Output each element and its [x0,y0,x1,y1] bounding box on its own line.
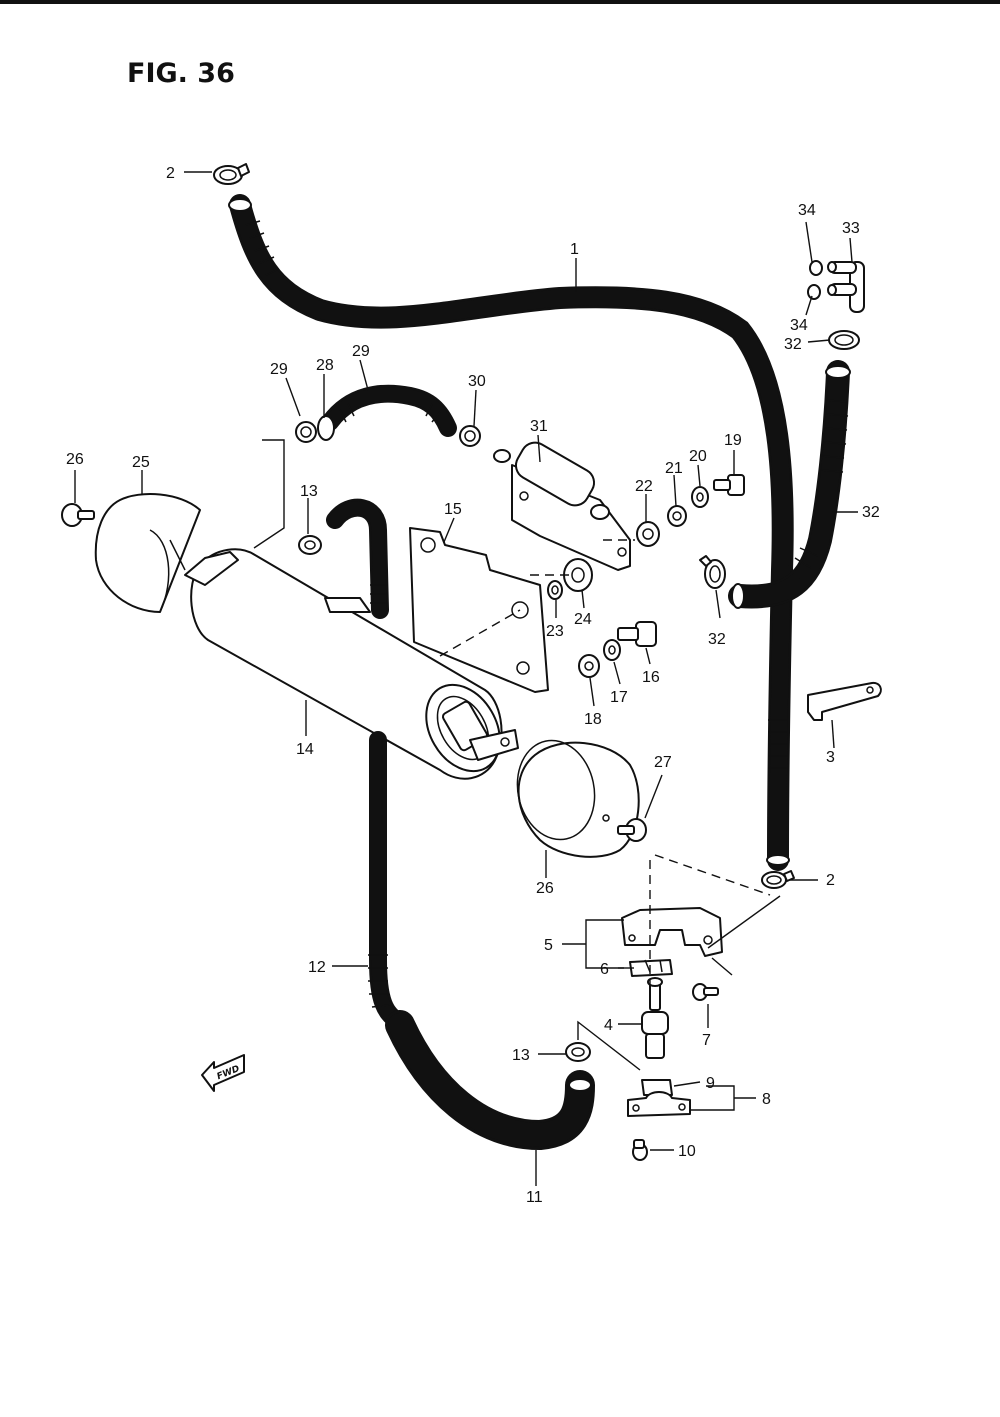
callout-labels: 2 1 34 33 34 32 29 28 29 30 31 19 20 21 … [66,165,880,1206]
bracket-3 [807,681,882,721]
canister-14 [184,548,519,780]
clamp-8 [627,1091,691,1117]
hose-28 [321,384,457,437]
top-border [0,0,1000,4]
washer-21 [667,505,687,527]
callout-32: 32 [708,631,726,648]
valve-30 [493,441,631,571]
washer-17 [603,639,621,661]
callout-13: 13 [300,483,318,500]
clamp-2-bottom [761,870,795,889]
hose-11 [385,1010,595,1151]
cap-25-left [94,493,201,613]
callout-25: 26 [536,880,554,897]
callout-22: 22 [635,478,653,495]
callout-29: 29 [270,361,288,378]
clamp-29-left [295,421,317,443]
callout-14: 14 [296,741,314,758]
callout-18: 18 [584,711,602,728]
callout-2: 2 [826,872,835,889]
callout-27: 28 [316,357,334,374]
washer-22 [636,521,660,547]
figure-title: FIG. 36 [127,58,235,89]
callout-2: 2 [166,165,175,182]
callout-32: 32 [784,336,802,353]
screw-7 [692,983,719,1001]
callout-25: 25 [132,454,150,471]
callout-20: 20 [689,448,707,465]
callout-6: 6 [600,961,609,978]
clamp-29-right [459,425,481,447]
callout-21: 21 [665,460,683,477]
callout-9: 9 [706,1075,715,1092]
hose-vertical-top [326,498,389,619]
callout-3: 3 [826,749,835,766]
callout-30: 31 [530,418,548,435]
clamp-32-top [828,330,860,350]
callout-33: 33 [842,220,860,237]
callout-28: 29 [352,343,370,360]
mount-4 [641,977,669,1059]
clamp-32-side [699,555,726,589]
callout-12: 12 [308,959,326,976]
washer-20 [691,486,709,508]
hose-12 [368,731,409,1031]
bracket-15 [409,527,549,693]
clamp-13-bottom [565,1042,591,1062]
clamp-13-top [298,535,322,555]
callout-26: 27 [654,754,672,771]
callout-1: 1 [570,241,579,258]
callout-16: 16 [642,669,660,686]
cushion-6 [629,959,673,977]
clamp-34-upper [809,260,823,276]
callout-24: 24 [574,611,592,628]
fitting-27 [317,415,335,441]
bracket-5 [621,907,723,957]
cap-25-right [516,739,640,858]
callout-17: 17 [610,689,628,706]
callout-15: 15 [444,501,462,518]
screw-10 [632,1139,648,1161]
callout-10: 10 [678,1143,696,1160]
collar-23 [547,580,563,600]
callout-23: 23 [546,623,564,640]
bolt-16 [617,621,657,647]
bolt-26-left [61,503,95,527]
callout-34: 34 [790,317,808,334]
callout-26: 26 [66,451,84,468]
cushion-9 [641,1079,673,1096]
leader-lines [74,171,858,1186]
callout-5: 5 [544,937,553,954]
callout-7: 7 [702,1032,711,1049]
bolt-26-right [617,818,647,842]
assembly-dashed-lines [381,539,771,990]
washer-18 [578,654,600,678]
callout-13: 13 [512,1047,530,1064]
clamp-34-lower [807,284,821,300]
callout-11: 11 [526,1189,543,1206]
fwd-arrow-icon: FWD [201,1054,245,1092]
callout-4: 4 [604,1017,613,1034]
callout-29: 30 [468,373,486,390]
hose-31 [728,360,851,609]
callout-8: 8 [762,1091,771,1108]
bolt-19 [713,474,745,496]
callout-19: 19 [724,432,742,449]
clamp-2-top [213,163,250,185]
callout-34: 34 [798,202,816,219]
hose-1 [228,194,794,871]
callout-31: 32 [862,504,880,521]
t-joint-33 [827,261,865,313]
